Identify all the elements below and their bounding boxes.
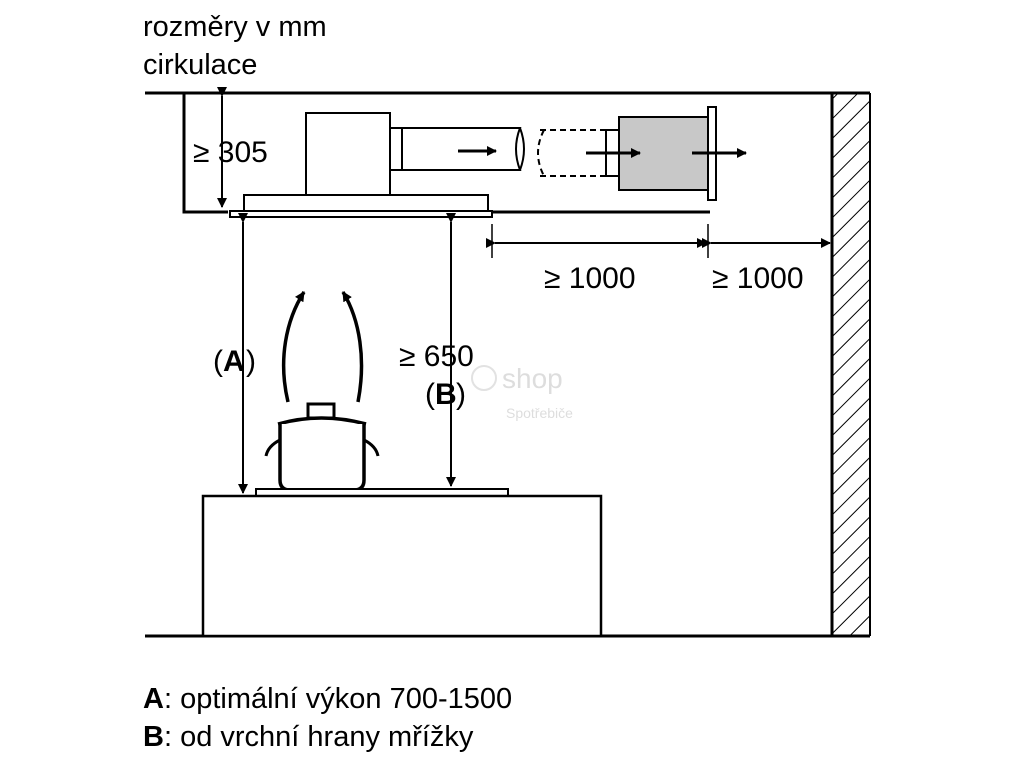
legend-b: B: od vrchní hrany mřížky xyxy=(143,720,473,754)
label-b-paren-open: ( xyxy=(425,378,435,411)
distance-right-label: ≥ 1000 xyxy=(712,262,804,295)
legend-a-text: : optimální výkon 700-1500 xyxy=(163,683,513,715)
duct xyxy=(389,127,606,177)
distance-left-label: ≥ 1000 xyxy=(544,262,636,295)
wall xyxy=(830,93,871,636)
steam-arrow-right xyxy=(341,291,364,403)
label-b: B xyxy=(435,378,457,411)
pot xyxy=(264,402,380,492)
ceiling-box xyxy=(182,93,228,214)
hob-distance-label: ≥ 650 xyxy=(399,340,474,373)
hood-unit xyxy=(229,112,493,218)
kitchen-counter xyxy=(201,494,603,638)
title-dimensions: rozměry v mm xyxy=(143,11,327,43)
title-mode: cirkulace xyxy=(143,49,258,81)
legend-b-text: : od vrchní hrany mřížky xyxy=(163,721,474,753)
label-b-paren-close: ) xyxy=(456,378,466,411)
height-min-label: ≥ 305 xyxy=(193,136,268,169)
watermark-sub: Spotřebiče xyxy=(506,405,573,421)
label-a: A xyxy=(223,345,245,378)
legend-a-key: A xyxy=(143,683,164,715)
watermark: shop Spotřebiče xyxy=(471,363,573,421)
label-a-paren-open: ( xyxy=(213,345,223,378)
watermark-main: shop xyxy=(502,363,563,394)
steam-arrow-left xyxy=(281,291,306,403)
label-a-paren-close: ) xyxy=(246,345,256,378)
legend-b-key: B xyxy=(143,721,164,753)
legend-a: A: optimální výkon 700-1500 xyxy=(143,682,512,716)
